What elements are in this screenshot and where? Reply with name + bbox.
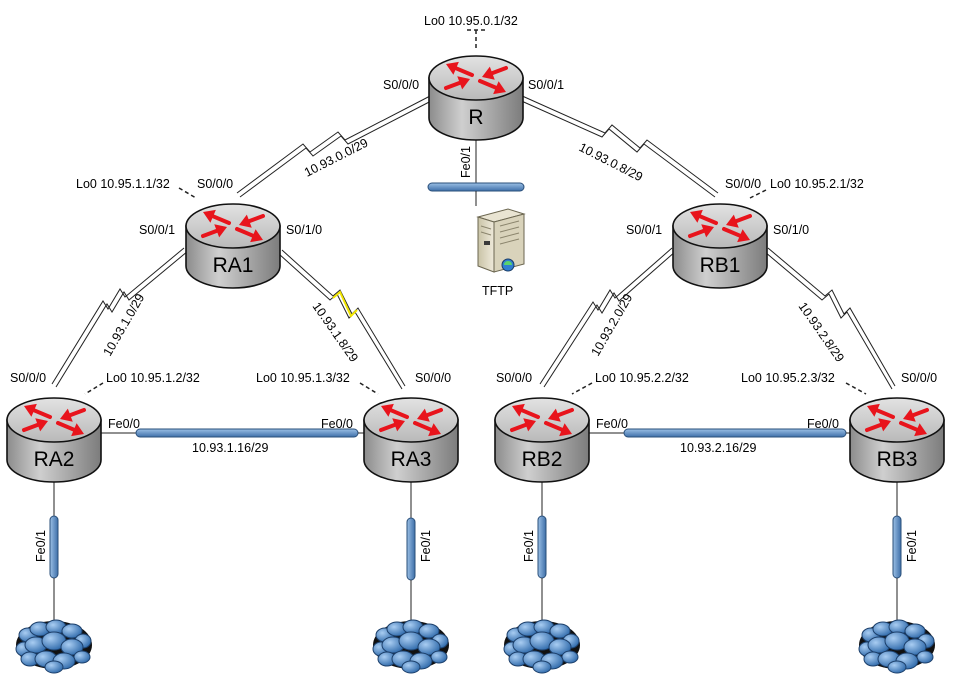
subnet-label-r-ra1: 10.93.0.0/29 [302, 136, 370, 180]
loopback-label-rb3: Lo0 10.95.2.3/32 [741, 371, 835, 385]
iface-ra2-fe00: Fe0/0 [108, 417, 140, 431]
iface-rb2-fe01: Fe0/1 [522, 530, 536, 562]
router-rb3-name: RB3 [877, 448, 918, 471]
loopback-label-rb2: Lo0 10.95.2.2/32 [595, 371, 689, 385]
iface-rb3-fe00: Fe0/0 [807, 417, 839, 431]
iface-rb1-s001: S0/0/1 [626, 223, 662, 237]
router-arrows-icon [688, 209, 752, 243]
router-ra3-name: RA3 [391, 448, 432, 471]
iface-ra3-s000: S0/0/0 [415, 371, 451, 385]
loopback-label-ra3: Lo0 10.95.1.3/32 [256, 371, 350, 385]
ethernet-link-r-tftp [427, 132, 525, 206]
iface-r-s001: S0/0/1 [528, 78, 564, 92]
loopback-label-ra2: Lo0 10.95.1.2/32 [106, 371, 200, 385]
router-arrows-icon [865, 403, 929, 437]
iface-r-s000: S0/0/0 [383, 78, 419, 92]
serial-link-r-ra1 [236, 94, 436, 198]
router-arrows-icon [444, 61, 508, 95]
router-r-name: R [468, 106, 483, 129]
subnet-label-ra1-ra3: 10.93.1.8/29 [310, 300, 361, 365]
router-ra2-name: RA2 [34, 448, 75, 471]
router-ra1-name: RA1 [213, 254, 254, 277]
iface-ra2-fe01: Fe0/1 [34, 530, 48, 562]
iface-ra3-fe00: Fe0/0 [321, 417, 353, 431]
subnet-label-rb2-rb3: 10.93.2.16/29 [680, 441, 757, 455]
lan-cloud-icon [372, 619, 449, 674]
subnet-label-rb1-rb3: 10.93.2.8/29 [796, 300, 847, 365]
subnet-label-ra2-ra3: 10.93.1.16/29 [192, 441, 269, 455]
router-ra3-icon[interactable] [363, 397, 459, 483]
tftp-server-label: TFTP [482, 284, 513, 298]
iface-r-fe01: Fe0/1 [459, 146, 473, 178]
subnet-label-rb1-rb2: 10.93.2.0/29 [588, 291, 635, 358]
router-arrows-icon [510, 403, 574, 437]
loopback-label-ra1: Lo0 10.95.1.1/32 [76, 177, 170, 191]
serial-link-rb1-rb2 [539, 247, 677, 388]
iface-ra1-s010: S0/1/0 [286, 223, 322, 237]
loopback-leaders [84, 29, 867, 395]
router-rb2-name: RB2 [522, 448, 563, 471]
subnet-label-r-rb1: 10.93.0.8/29 [577, 140, 645, 184]
iface-ra1-s001: S0/0/1 [139, 223, 175, 237]
iface-rb3-fe01: Fe0/1 [905, 530, 919, 562]
iface-rb3-s000: S0/0/0 [901, 371, 937, 385]
iface-ra1-s000: S0/0/0 [197, 177, 233, 191]
router-rb3-icon[interactable] [849, 397, 945, 483]
router-arrows-icon [379, 403, 443, 437]
lan-cloud-icon [15, 619, 92, 674]
iface-rb2-fe00: Fe0/0 [596, 417, 628, 431]
loopback-label-r: Lo0 10.95.0.1/32 [424, 14, 518, 28]
iface-rb1-s010: S0/1/0 [773, 223, 809, 237]
subnet-label-ra1-ra2: 10.93.1.0/29 [100, 291, 147, 358]
ethernet-link-rb2-rb3 [586, 428, 858, 438]
iface-ra3-fe01: Fe0/1 [419, 530, 433, 562]
serial-link-ra1-ra3 [278, 249, 406, 390]
lan-cloud-icon [503, 619, 580, 674]
router-rb1-name: RB1 [700, 254, 741, 277]
loopback-label-rb1: Lo0 10.95.2.1/32 [770, 177, 864, 191]
lan-cloud-icon [858, 619, 935, 674]
ethernet-link-ra2-ra3 [100, 428, 370, 438]
ethernet-link-rb3-lan [892, 480, 902, 620]
router-ra1-icon[interactable] [185, 203, 281, 289]
serial-link-ra1-ra2 [51, 247, 189, 388]
ethernet-link-ra3-lan [406, 480, 416, 620]
iface-rb2-s000: S0/0/0 [496, 371, 532, 385]
iface-rb1-s000: S0/0/0 [725, 177, 761, 191]
router-rb1-icon[interactable] [672, 203, 768, 289]
serial-link-rb1-rb3 [764, 247, 896, 390]
router-ra2-icon[interactable] [6, 397, 102, 483]
tftp-server-icon[interactable] [476, 208, 526, 273]
router-r-icon[interactable] [428, 55, 524, 141]
router-arrows-icon [201, 209, 265, 243]
router-arrows-icon [22, 403, 86, 437]
serial-link-r-rb1 [516, 94, 719, 198]
iface-ra2-s000: S0/0/0 [10, 371, 46, 385]
ethernet-link-ra2-lan [49, 480, 59, 620]
router-rb2-icon[interactable] [494, 397, 590, 483]
ethernet-link-rb2-lan [537, 480, 547, 620]
